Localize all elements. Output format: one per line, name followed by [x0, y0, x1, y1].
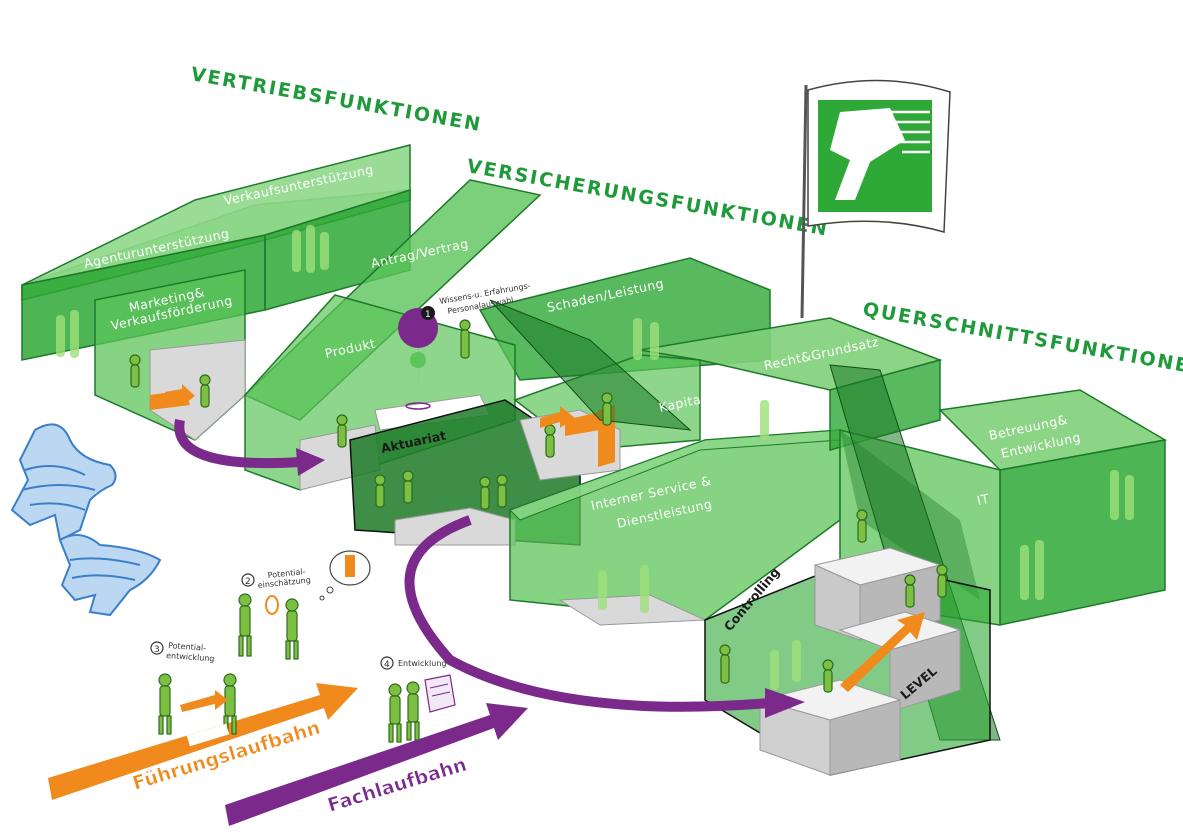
transition-arrow-2	[404, 515, 805, 718]
block-interner-service	[509, 429, 841, 626]
people-figures	[129, 319, 948, 693]
silhouette-figures	[56, 225, 1134, 690]
company-flag	[800, 79, 951, 319]
orange-arrow-icon	[540, 406, 575, 428]
horse-logo-icon	[818, 100, 932, 212]
step-1-badge	[421, 306, 435, 320]
track-fachlaufbahn	[225, 703, 528, 826]
blue-horse-icon	[10, 423, 117, 542]
level-arrow-icon	[840, 612, 925, 692]
transition-arrow-1	[174, 419, 325, 476]
step-2-text-line1: Potential-	[267, 567, 306, 580]
step-4-badge	[380, 656, 394, 670]
step-4-text: Entwicklung	[398, 659, 447, 668]
step-2-text-line2: einschätzung	[257, 575, 311, 590]
step-4-number: 4	[384, 660, 390, 670]
orange-arrow-icon	[165, 384, 195, 406]
step-2-number: 2	[245, 577, 251, 587]
thought-bubble-icon	[319, 550, 371, 601]
label-it: IT	[976, 491, 991, 508]
block-vertrieb	[21, 144, 411, 441]
step-2-badge	[241, 573, 255, 587]
magnifier-icon	[265, 595, 279, 615]
step-3-text-line1: Potential-	[168, 641, 207, 653]
step-3-text-line2: entwicklung	[166, 651, 215, 663]
block-querschnitt	[639, 317, 1168, 776]
people-figures-lower	[158, 593, 420, 743]
orange-arrow-icon	[180, 690, 228, 712]
step-3-number: 3	[154, 645, 160, 655]
step-1-number: 1	[425, 310, 431, 320]
location-pin-icon	[398, 308, 439, 410]
presentation-sheet-icon	[424, 674, 456, 713]
blue-horse-icon	[58, 534, 162, 617]
heading-vertriebsfunktionen: VERTRIEBSFUNKTIONEN	[189, 63, 484, 136]
step-3-badge	[150, 641, 164, 655]
